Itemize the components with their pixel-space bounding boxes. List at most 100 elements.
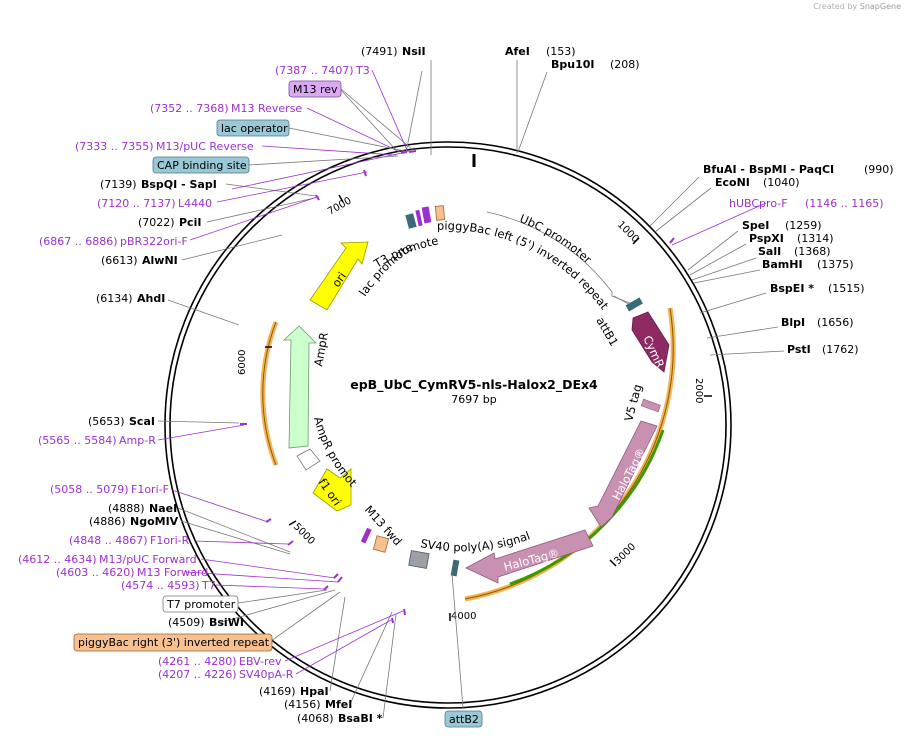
enzyme-name-sali: SalI bbox=[758, 245, 781, 258]
enzyme-name-psti: PstI bbox=[787, 343, 811, 356]
primer-name-t3: T3 bbox=[355, 64, 370, 77]
ori-arrow bbox=[309, 241, 369, 311]
cap-binding-site-box-label: CAP binding site bbox=[157, 159, 247, 172]
tick-label-6000: 6000 bbox=[237, 350, 248, 375]
attb1-label: attB1 bbox=[593, 315, 621, 349]
primer-range-m13puc-forward: (4612 .. 4634) bbox=[18, 553, 97, 566]
backbone-outer-ring bbox=[164, 141, 732, 709]
enzyme-name-naei: NaeI bbox=[149, 502, 177, 515]
enzyme-name-bsiwi: BsiWI bbox=[209, 616, 244, 629]
sv40-marker bbox=[408, 550, 430, 569]
enzyme-name-bfuai: BfuAI - BspMI - PaqCI bbox=[703, 163, 834, 176]
enzyme-name-blpi: BlpI bbox=[781, 316, 805, 329]
t7-promoter-box bbox=[162, 595, 239, 613]
enzyme-pos-hpai: (4169) bbox=[259, 685, 296, 698]
lac-operator-box bbox=[216, 119, 290, 137]
halotag-arrow-1 bbox=[588, 420, 658, 528]
enzyme-leader-lines bbox=[157, 60, 785, 719]
primer-name-pbr322ori: pBR322ori-F bbox=[120, 235, 188, 248]
primer-ticks bbox=[240, 150, 675, 624]
enzyme-name-mfei: MfeI bbox=[325, 698, 352, 711]
m13-rev-box-label: M13 rev bbox=[293, 83, 338, 96]
enzyme-name-nsii: NsiI bbox=[402, 45, 426, 58]
enzyme-name-hpai: HpaI bbox=[300, 685, 329, 698]
attb2-marker bbox=[450, 559, 460, 577]
enzyme-pos-alwni: (6613) bbox=[101, 254, 138, 267]
primer-range-m13-reverse: (7352 .. 7368) bbox=[150, 102, 229, 115]
enzyme-name-bspqi: BspQI - SapI bbox=[141, 178, 217, 191]
piggybac-right-box bbox=[73, 633, 273, 652]
halotag-arrow-2 bbox=[465, 529, 594, 584]
primer-range-t7: (4574 .. 4593) bbox=[121, 579, 200, 592]
m13-fwd-primer bbox=[360, 527, 372, 544]
sv40-polya-label: SV40 poly(A) signal bbox=[419, 528, 531, 554]
tick-label-7000: 7000 bbox=[326, 195, 354, 217]
ubc-promoter-arrow bbox=[486, 211, 633, 305]
enzyme-name-bsabi: BsaBI * bbox=[338, 712, 383, 725]
enzyme-pos-bfuai: (990) bbox=[864, 163, 894, 176]
m13-fwd-box bbox=[372, 535, 390, 553]
enzyme-pos-nsii: (7491) bbox=[361, 45, 398, 58]
primer-range-amp-r: (5565 .. 5584) bbox=[38, 434, 117, 447]
plasmid-name: epB_UbC_CymRV5-nls-Halox2_DEx4 bbox=[350, 377, 598, 393]
ampr-label: AmpR bbox=[311, 331, 331, 367]
primer-name-hubcpro: hUBCpro-F bbox=[729, 197, 788, 210]
primer-range-m13-forward: (4603 .. 4620) bbox=[56, 566, 135, 579]
primer-range-pbr322ori: (6867 .. 6886) bbox=[39, 235, 118, 248]
ampr-arrow bbox=[282, 325, 317, 449]
tick-label-4000: 4000 bbox=[451, 611, 476, 622]
backbone-inner-ring bbox=[169, 146, 727, 704]
primer-name-sv40pa-r: SV40pA-R bbox=[239, 668, 294, 681]
cymr-arrow bbox=[631, 311, 670, 373]
primer-leader-lines bbox=[157, 69, 767, 675]
enzyme-pos-bsabi: (4068) bbox=[297, 712, 334, 725]
primer-range-sv40pa-r: (4207 .. 4226) bbox=[158, 668, 237, 681]
credit-brand: SnapGene bbox=[859, 2, 901, 11]
primer-range-f1ori-f: (5058 .. 5079) bbox=[50, 483, 129, 496]
lac-operator-marker bbox=[421, 206, 432, 224]
orange-arc-right-core bbox=[464, 307, 674, 600]
enzyme-pos-ahdi: (6134) bbox=[96, 292, 133, 305]
lac-operator-box-label: lac operator bbox=[221, 122, 288, 135]
primer-name-f1ori-r: F1ori-R bbox=[150, 534, 190, 547]
primer-range-t3: (7387 .. 7407) bbox=[275, 64, 354, 77]
snapgene-credit: Created by SnapGene bbox=[813, 2, 901, 11]
enzyme-pos-blpi: (1656) bbox=[817, 316, 854, 329]
enzyme-pos-spei: (1259) bbox=[785, 219, 822, 232]
primer-range-m13puc-reverse: (7333 .. 7355) bbox=[75, 140, 154, 153]
enzyme-name-alwni: AlwNI bbox=[142, 254, 178, 267]
boxed-labels: M13 rev lac operator CAP binding site T7… bbox=[73, 80, 483, 728]
enzyme-pos-bpu10i: (208) bbox=[610, 58, 640, 71]
m13-rev-box bbox=[288, 80, 342, 98]
primer-range-hubcpro: (1146 .. 1165) bbox=[805, 197, 884, 210]
enzyme-pos-bsiwi: (4509) bbox=[168, 616, 205, 629]
t7-promoter-box-label: T7 promoter bbox=[166, 598, 236, 611]
enzyme-pos-pcii: (7022) bbox=[138, 216, 175, 229]
enzyme-pos-pspxi: (1314) bbox=[797, 232, 834, 245]
enzyme-name-pcii: PciI bbox=[179, 216, 201, 229]
primer-labels: (7387 .. 7407) T3 (7352 .. 7368) M13 Rev… bbox=[18, 64, 884, 681]
enzyme-pos-sali: (1368) bbox=[794, 245, 831, 258]
enzyme-pos-bamhi: (1375) bbox=[817, 258, 854, 271]
enzyme-pos-ngomiv: (4886) bbox=[89, 515, 126, 528]
enzyme-name-econi: EcoNI bbox=[715, 176, 750, 189]
cap-site-marker bbox=[405, 213, 417, 229]
f1-ori-arrow bbox=[312, 468, 352, 512]
primer-range-l4440: (7120 .. 7137) bbox=[97, 197, 176, 210]
enzyme-pos-naei: (4888) bbox=[108, 502, 145, 515]
primer-name-m13-forward: M13 Forward bbox=[137, 566, 208, 579]
enzyme-name-spei: SpeI bbox=[742, 219, 769, 232]
ampr-promoter-arrow bbox=[296, 448, 321, 471]
enzyme-pos-bspei: (1515) bbox=[828, 282, 865, 295]
enzyme-pos-scai: (5653) bbox=[88, 415, 125, 428]
box-leader-lines bbox=[237, 88, 464, 709]
primer-name-m13puc-forward: M13/pUC Forward bbox=[99, 553, 197, 566]
primer-name-amp-r: Amp-R bbox=[119, 434, 156, 447]
orange-arc-left-core bbox=[262, 321, 277, 466]
enzyme-pos-psti: (1762) bbox=[822, 343, 859, 356]
enzyme-labels: (7491) NsiI AfeI (153) Bpu10I (208) BfuA… bbox=[88, 45, 894, 725]
attb1-marker bbox=[625, 297, 643, 312]
plasmid-length: 7697 bp bbox=[451, 393, 496, 406]
enzyme-pos-econi: (1040) bbox=[763, 176, 800, 189]
